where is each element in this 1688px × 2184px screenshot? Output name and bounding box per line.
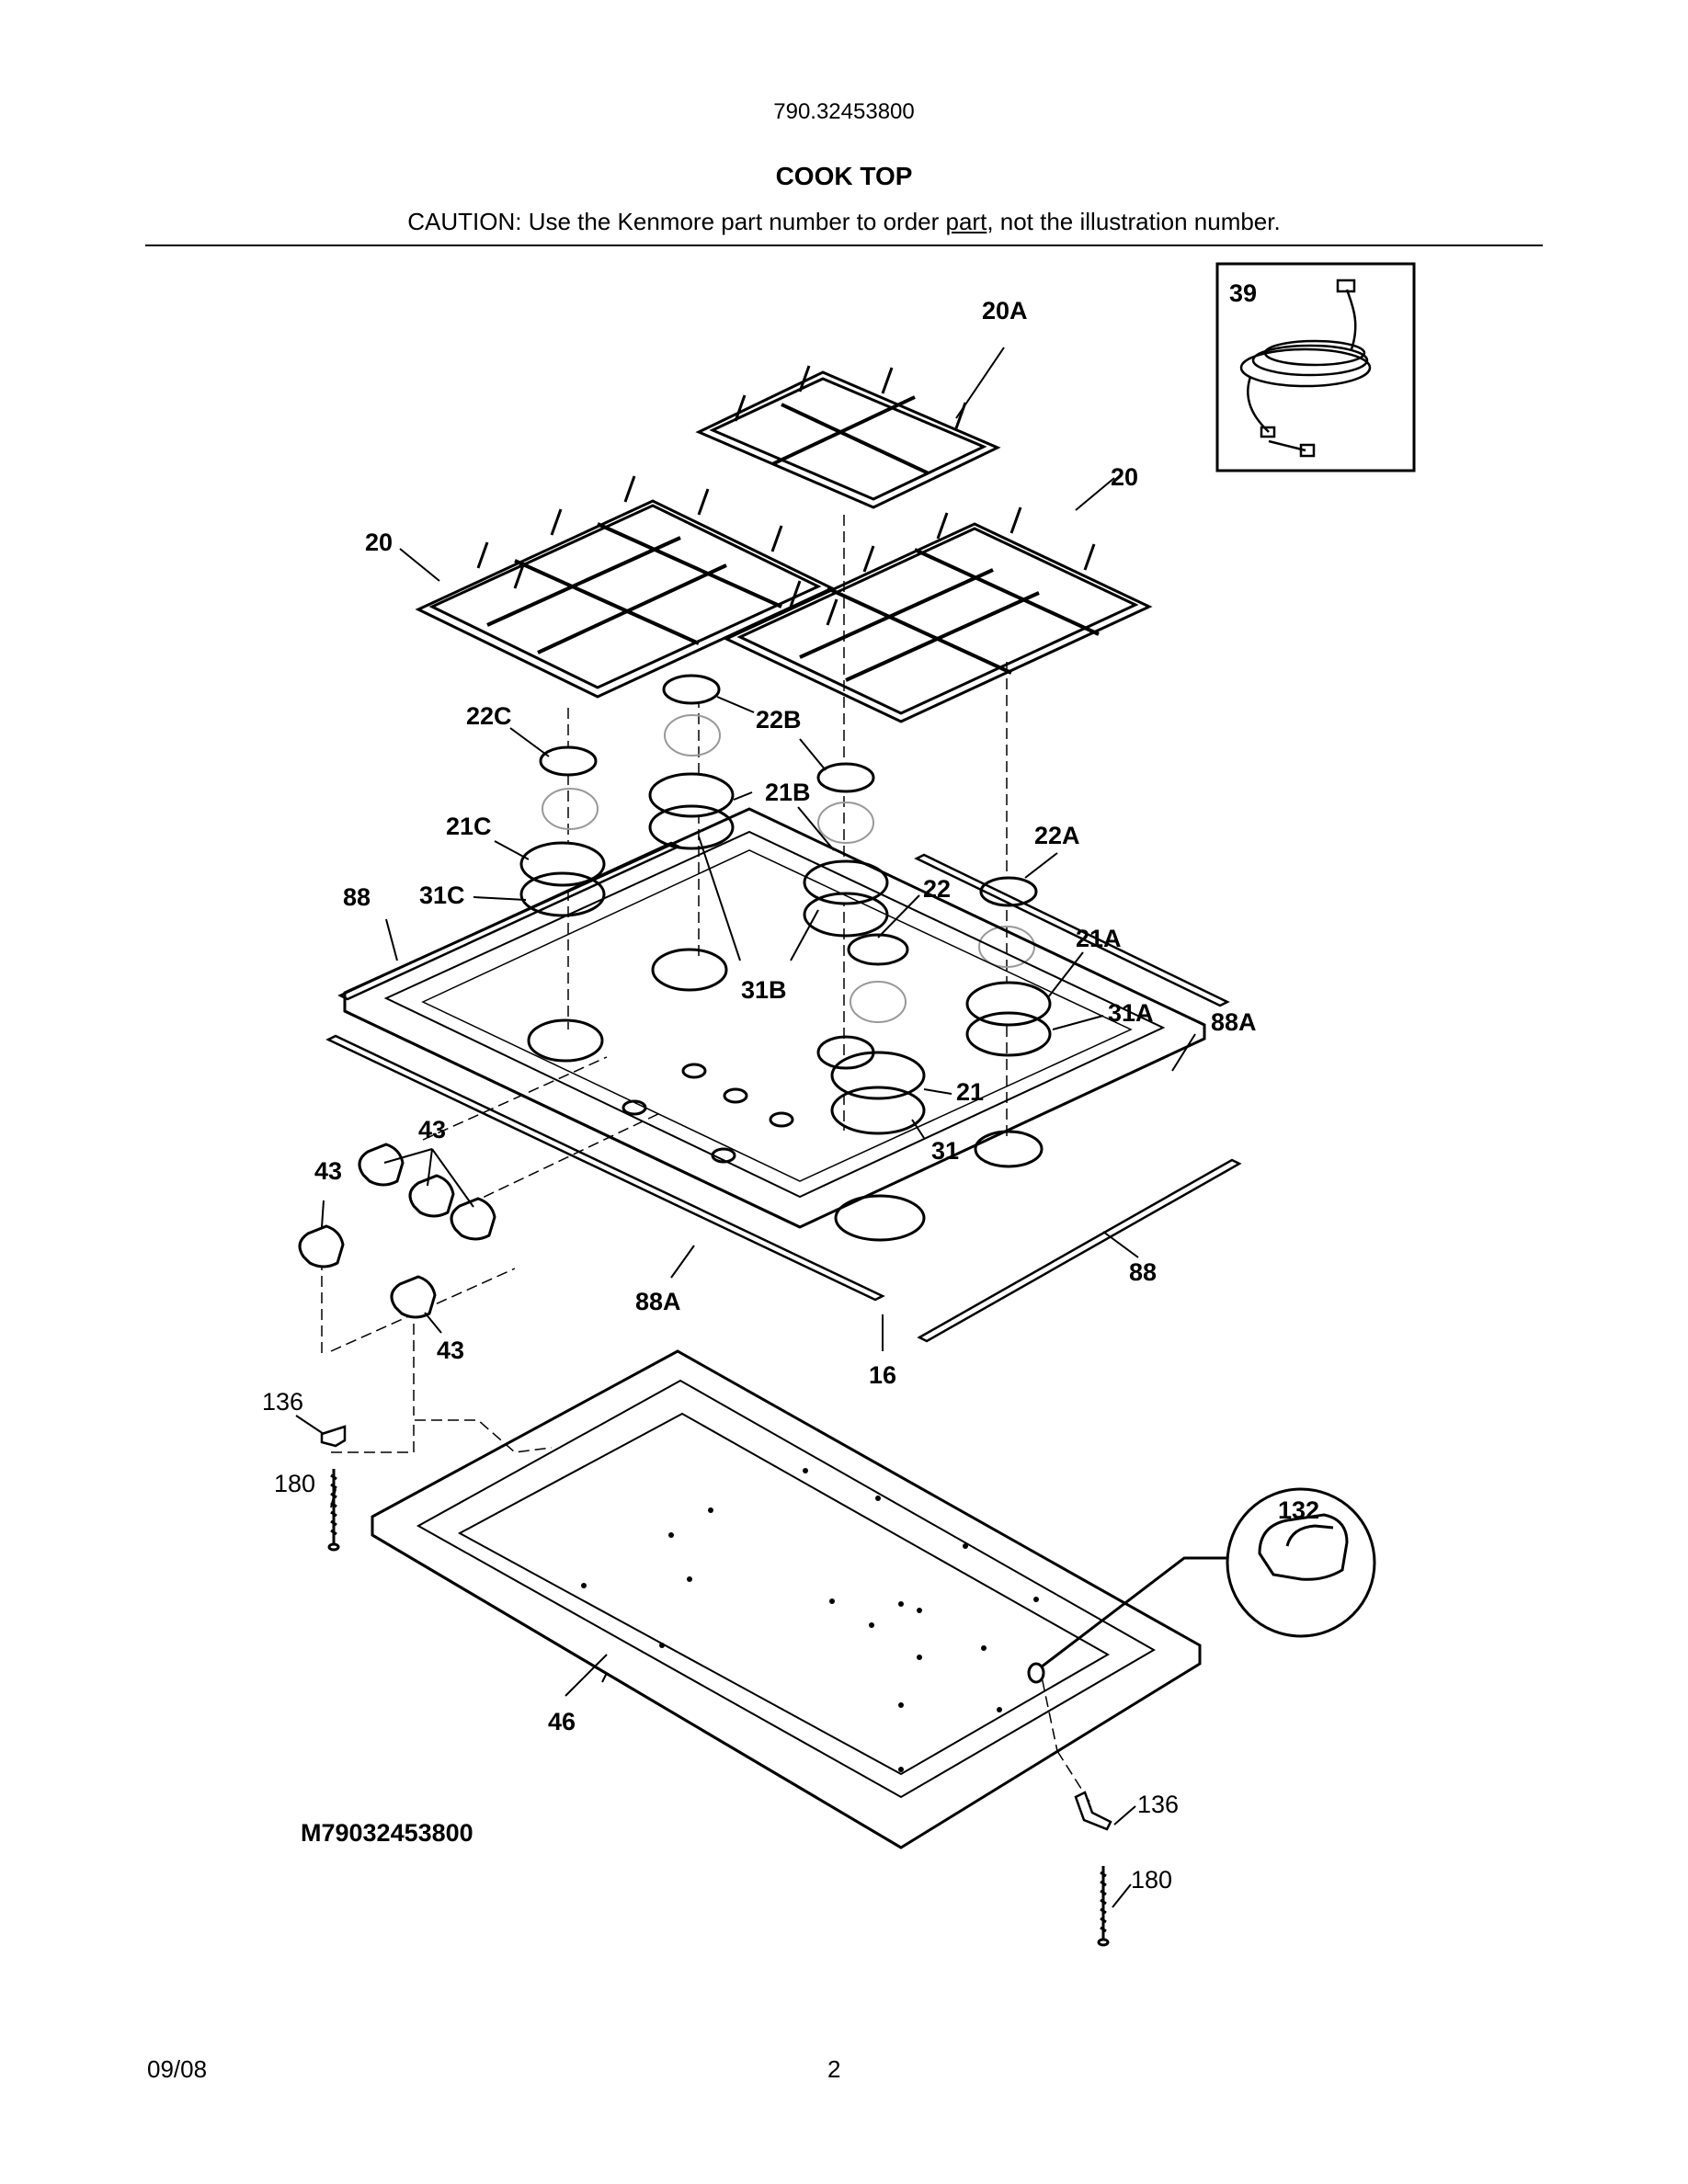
callout-39: 39 [1229, 279, 1257, 307]
screw-right [1097, 1866, 1110, 1947]
callout-22b: 22B [756, 706, 802, 734]
burner-bases [542, 714, 1035, 1023]
grate-left [415, 475, 836, 699]
control-knobs [298, 1143, 496, 1319]
callout-31b: 31B [741, 976, 787, 1004]
caution-underlined-word: part [945, 208, 987, 235]
callout-88a-right: 88A [1211, 1008, 1257, 1036]
callout-20-left: 20 [365, 529, 393, 556]
callout-22c: 22C [466, 702, 512, 730]
callout-21a: 21A [1076, 925, 1122, 952]
callout-43-top: 43 [418, 1116, 446, 1143]
caution-text-start: CAUTION: Use the Kenmore part number to … [407, 208, 946, 235]
callout-136-left: 136 [262, 1388, 303, 1416]
bracket-right [1074, 1791, 1112, 1831]
callout-21b: 21B [765, 779, 811, 806]
power-cord-icon [1239, 279, 1372, 458]
caution-text-end: , not the illustration number. [987, 208, 1281, 235]
callout-46: 46 [548, 1708, 576, 1735]
burner-heads [519, 772, 1052, 1135]
header-divider [145, 245, 1543, 246]
callout-132: 132 [1278, 1496, 1319, 1524]
callout-180-right: 180 [1131, 1866, 1172, 1894]
power-cord-inset [1215, 262, 1416, 472]
grate-right [723, 506, 1153, 723]
clip-detail-callout [1027, 1487, 1376, 1684]
footer-date: 09/08 [147, 2055, 208, 2083]
callout-20-right: 20 [1111, 463, 1138, 491]
caution-note: CAUTION: Use the Kenmore part number to … [0, 208, 1688, 236]
burner-caps [539, 674, 1038, 966]
callout-31: 31 [931, 1137, 959, 1165]
cooktop-panel [343, 807, 1206, 1229]
callout-22: 22 [923, 875, 951, 903]
callout-88-right: 88 [1129, 1258, 1157, 1286]
callout-16: 16 [869, 1361, 896, 1389]
callout-43-bottom: 43 [437, 1337, 464, 1364]
callout-136-right: 136 [1137, 1791, 1179, 1818]
model-number: 790.32453800 [773, 99, 915, 124]
callout-88a-bottom: 88A [635, 1288, 681, 1315]
trim-strips [325, 841, 1242, 1343]
grate-top [695, 365, 1001, 509]
page-number: 2 [827, 2055, 841, 2083]
callout-22a: 22A [1034, 822, 1080, 849]
callout-20a: 20A [982, 297, 1028, 324]
bracket-left [320, 1425, 347, 1448]
callout-43-left: 43 [314, 1157, 342, 1185]
leader-lines [295, 347, 1196, 1908]
exploded-parts-diagram: 39 20A 20 20 22C 22B 21B 22A 21C 88 31C … [262, 262, 1416, 1947]
callout-21: 21 [956, 1078, 984, 1106]
page-title: COOK TOP [775, 162, 913, 190]
callout-21c: 21C [446, 813, 492, 840]
drawing-code: M79032453800 [301, 1819, 473, 1847]
assembly-guide-lines [321, 515, 1090, 1803]
callout-88-left: 88 [343, 883, 371, 911]
callout-180-left: 180 [274, 1470, 315, 1497]
cooktop-burner-openings [527, 948, 1044, 1242]
callout-31c: 31C [419, 882, 465, 909]
callout-labels: 39 20A 20 20 22C 22B 21B 22A 21C 88 31C … [262, 279, 1319, 1894]
base-pan-mounting-holes [581, 1468, 1039, 1772]
screw-left [327, 1469, 340, 1552]
callout-31a: 31A [1108, 999, 1154, 1027]
base-pan [371, 1349, 1202, 1849]
